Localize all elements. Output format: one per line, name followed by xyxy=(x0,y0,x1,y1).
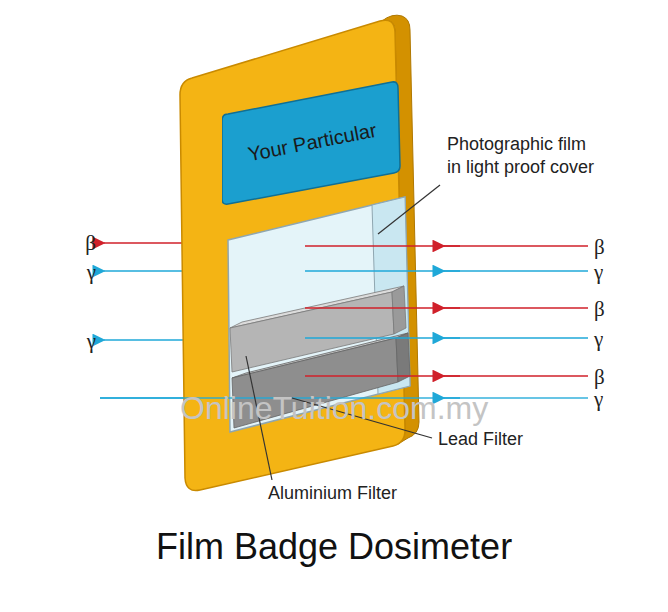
beta-ray xyxy=(305,375,588,377)
name-panel: Your Particular xyxy=(222,80,402,205)
ray-arrow xyxy=(444,270,460,272)
ray-arrow xyxy=(444,337,460,339)
gamma-ray xyxy=(104,339,190,341)
watermark: OnlineTuition.com.my xyxy=(180,388,488,430)
lead-end xyxy=(396,333,410,382)
beta-symbol: β xyxy=(594,234,605,261)
beta-ray xyxy=(104,242,190,244)
beta-symbol: β xyxy=(594,296,605,323)
beta-ray xyxy=(305,245,588,247)
panel-text-holder: Your Particular xyxy=(222,80,402,205)
beta-symbol: β xyxy=(85,230,96,257)
gamma-symbol: γ xyxy=(87,328,96,355)
aluminium-end xyxy=(392,286,406,334)
ray-arrow xyxy=(444,307,460,309)
beta-ray xyxy=(305,307,588,309)
gamma-symbol: γ xyxy=(594,259,603,286)
gamma-ray xyxy=(305,337,588,339)
gamma-symbol: γ xyxy=(594,386,603,413)
gamma-symbol: γ xyxy=(594,326,603,353)
leader-line xyxy=(378,185,440,234)
gamma-symbol: γ xyxy=(87,259,96,286)
ray-arrow xyxy=(444,375,460,377)
gamma-ray xyxy=(305,270,588,272)
gamma-ray xyxy=(104,270,190,272)
panel-label: Your Particular xyxy=(246,119,378,166)
ray-arrow xyxy=(444,245,460,247)
callout-label: Aluminium Filter xyxy=(268,482,397,505)
callout-label: Lead Filter xyxy=(438,428,523,451)
callout-label: Photographic film in light proof cover xyxy=(447,133,605,180)
diagram-title: Film Badge Dosimeter xyxy=(156,526,512,568)
panel-outline xyxy=(222,82,400,204)
